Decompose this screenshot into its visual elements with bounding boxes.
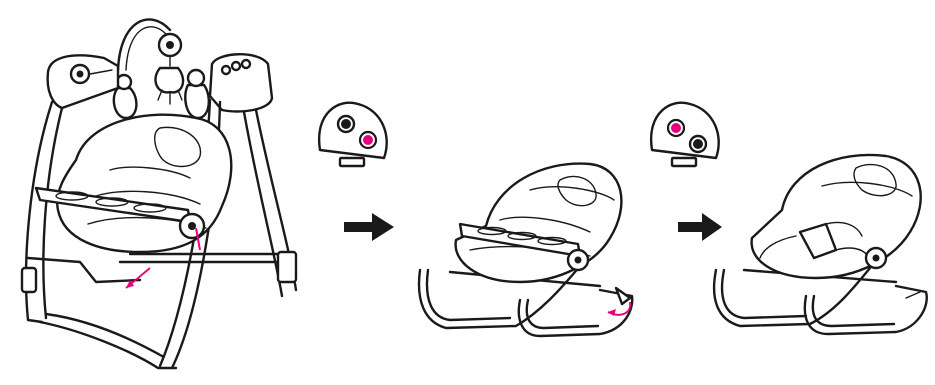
bouncer-with-tray-illustration (419, 164, 632, 336)
hanging-toys (114, 34, 209, 118)
bouncer-without-tray-illustration (714, 155, 927, 334)
mode-indicator-1 (319, 103, 387, 166)
arrow-right-icon (344, 213, 394, 241)
indicator-panel (651, 103, 719, 158)
arrow-right-icon (678, 213, 722, 241)
bouncer-seat (752, 155, 921, 278)
swing-illustration (22, 19, 296, 368)
mode-indicator-2 (651, 103, 719, 166)
swing-seat (57, 115, 231, 252)
bouncer-seat (456, 164, 622, 282)
indicator-panel (319, 103, 387, 158)
